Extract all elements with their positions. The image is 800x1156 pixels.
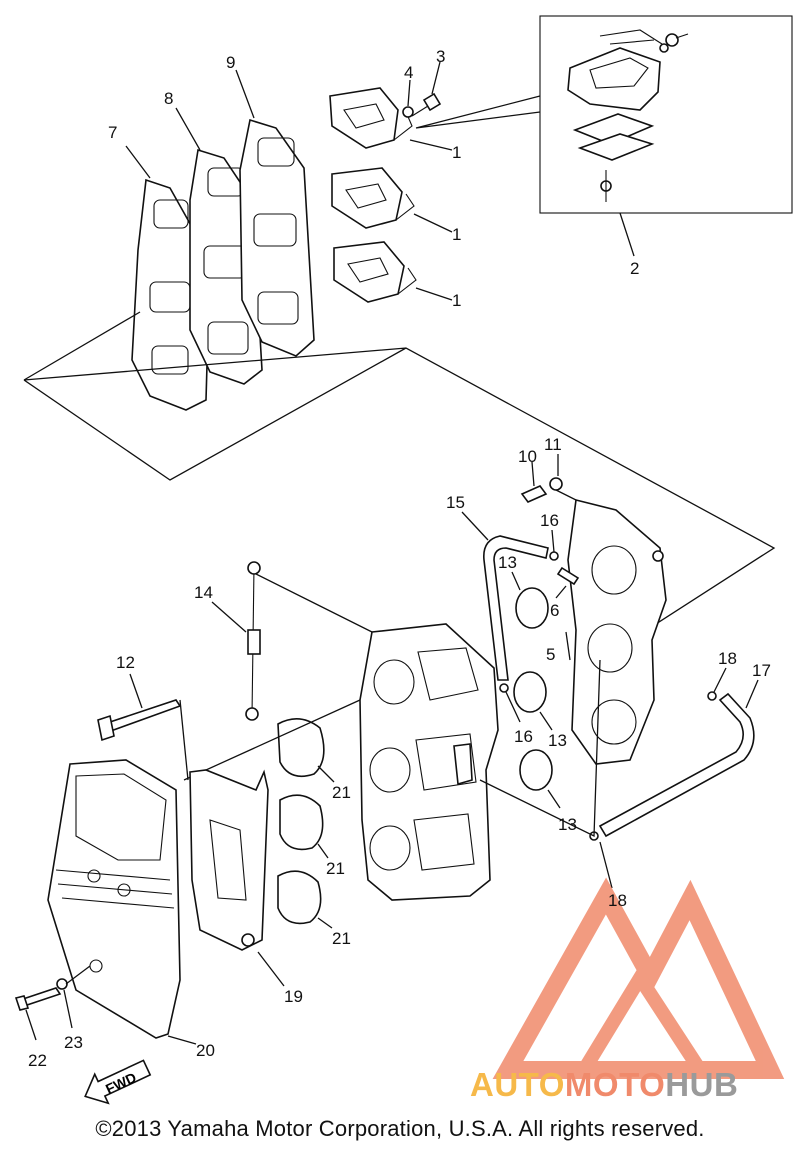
callout-6: 6: [550, 601, 559, 620]
fwd-direction-arrow: [84, 1059, 152, 1105]
screw-part-3: [411, 92, 442, 117]
watermark-text-moto: MOTO: [564, 1066, 666, 1103]
copyright-notice: ©2013 Yamaha Motor Corporation, U.S.A. A…: [95, 1116, 705, 1141]
gasket-part-21-upper: [277, 718, 325, 778]
callout-22: 22: [28, 1051, 47, 1070]
reed-valve-detail-inset: [539, 15, 793, 214]
callout-21-middle: 21: [326, 859, 345, 878]
reed-valve-detail-drawing: [567, 29, 689, 202]
callout-12: 12: [116, 653, 135, 672]
washer-part-11: [549, 477, 563, 491]
callout-13-lower: 13: [558, 815, 577, 834]
nut-part-23: [56, 978, 68, 990]
assembly-guide-lines: [23, 347, 776, 661]
callout-2: 2: [630, 259, 639, 278]
callout-3: 3: [436, 47, 445, 66]
reed-valve-assembly-bottom: [333, 241, 417, 303]
callout-19: 19: [284, 987, 303, 1006]
clip-part-18-upper: [707, 691, 717, 701]
callout-10: 10: [518, 447, 537, 466]
o-ring-part-13-lower: [519, 749, 553, 791]
silencer-cover-part-20: [47, 759, 181, 1039]
callout-17: 17: [752, 661, 771, 680]
callout-14: 14: [194, 583, 213, 602]
watermark-text-hub: HUB: [665, 1066, 739, 1103]
watermark-brand-text: AUTOMOTOHUB: [470, 1066, 738, 1104]
callout-1-bottom: 1: [452, 291, 461, 310]
bolt-part-10: [520, 485, 548, 503]
callout-11: 11: [544, 435, 562, 454]
reed-valve-assembly-top: [329, 87, 413, 149]
callout-16-lower: 16: [514, 727, 533, 746]
intake-manifold-part-5: [567, 499, 667, 765]
hose-part-17: [598, 692, 755, 838]
callout-16-upper: 16: [540, 511, 559, 530]
callout-4: 4: [404, 63, 413, 82]
callout-7: 7: [108, 123, 117, 142]
callout-23: 23: [64, 1033, 83, 1052]
fwd-label: FWD: [103, 1069, 139, 1097]
callout-9: 9: [226, 53, 235, 72]
callout-20: 20: [196, 1041, 215, 1060]
callout-labels: 1 1 1 2 3 4 5 6 7 8 9 10 11 12 13 13 13 …: [28, 47, 771, 1070]
hose-part-15: [483, 535, 549, 681]
callout-13-middle: 13: [548, 731, 567, 750]
callout-5: 5: [546, 645, 555, 664]
gasket-part-21-lower: [277, 870, 322, 925]
callout-18-upper: 18: [718, 649, 737, 668]
clip-part-16-lower: [499, 683, 509, 693]
pin-part-6: [556, 566, 580, 586]
callout-21-upper: 21: [332, 783, 351, 802]
callout-18-lower: 18: [608, 891, 627, 910]
callout-21-lower: 21: [332, 929, 351, 948]
bolt-part-12: [97, 699, 182, 742]
callout-13-upper: 13: [498, 553, 517, 572]
gasket-part-9: [239, 118, 315, 357]
watermark-logo: [492, 877, 785, 1079]
watermark-text-auto: AUTO: [470, 1066, 565, 1103]
callout-1-middle: 1: [452, 225, 461, 244]
link-rod-part-14: [245, 561, 261, 721]
callout-15: 15: [446, 493, 465, 512]
bolt-part-22: [14, 987, 62, 1011]
gasket-part-21-middle: [279, 794, 324, 851]
callout-8: 8: [164, 89, 173, 108]
o-ring-part-13-upper: [515, 587, 549, 629]
bracket-part-19: [189, 769, 269, 951]
carburetor-assembly: [359, 623, 499, 901]
callout-1-top: 1: [452, 143, 461, 162]
washer-part-4: [402, 106, 414, 118]
clip-part-16-upper: [549, 551, 559, 561]
reed-valve-assembly-middle: [331, 167, 415, 229]
o-ring-part-13-middle: [513, 671, 547, 713]
